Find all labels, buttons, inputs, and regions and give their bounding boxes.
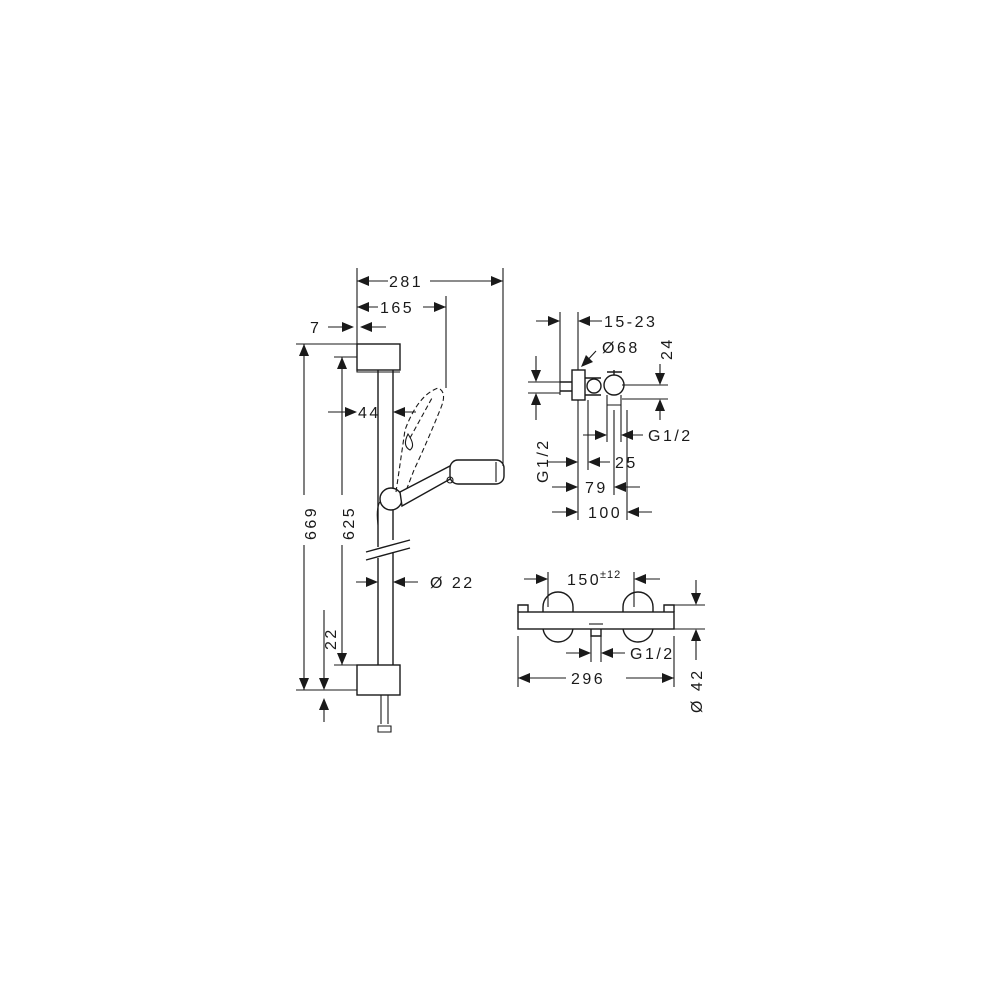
dim-connection-spacing: 150: [567, 572, 601, 589]
rail: [377, 370, 394, 665]
handle-side: [603, 374, 625, 396]
dim-7: 7: [310, 320, 321, 337]
rail-slider: [379, 487, 403, 511]
dim-rosette-diameter: Ø68: [602, 340, 640, 357]
dim-281: 281: [389, 274, 423, 291]
top-wall-bracket: [356, 343, 401, 371]
dim-inlet-thread: G1/2: [535, 438, 552, 483]
dim-depth-100: 100: [588, 505, 622, 522]
dim-rail-diameter: Ø 22: [430, 575, 475, 592]
dim-wall-gap: 15-23: [604, 314, 657, 331]
shower-rail-view: 281 165 7 44 669 625 22: [296, 268, 505, 733]
thermostat-side-view: 15-23 Ø68 24 G1/2 G1/2 25 79: [528, 312, 693, 522]
dim-body-diameter: Ø 42: [689, 668, 706, 713]
dim-669: 669: [303, 506, 320, 540]
dim-outlet-25: 25: [615, 455, 638, 472]
dim-height-24: 24: [659, 337, 676, 360]
thermostat-front-view: 150 ±12 G1/2 296 Ø 42: [517, 569, 706, 713]
dim-front-width: 296: [571, 671, 605, 688]
bottom-wall-bracket: [356, 664, 401, 696]
thermostat-body-side: [585, 377, 601, 396]
handshower-head: [449, 459, 505, 485]
handshower-rotated: [395, 387, 445, 497]
dim-22: 22: [323, 627, 340, 650]
dim-depth-79: 79: [585, 480, 608, 497]
thermostat-body: [517, 611, 675, 630]
dim-outlet-thread: G1/2: [648, 428, 693, 445]
dim-connection-tolerance: ±12: [600, 569, 621, 581]
rosette: [571, 369, 586, 401]
dim-front-outlet-thread: G1/2: [630, 646, 675, 663]
dim-625: 625: [341, 506, 358, 540]
dim-44: 44: [358, 405, 381, 422]
dim-165: 165: [380, 300, 414, 317]
outlet: [590, 629, 602, 637]
